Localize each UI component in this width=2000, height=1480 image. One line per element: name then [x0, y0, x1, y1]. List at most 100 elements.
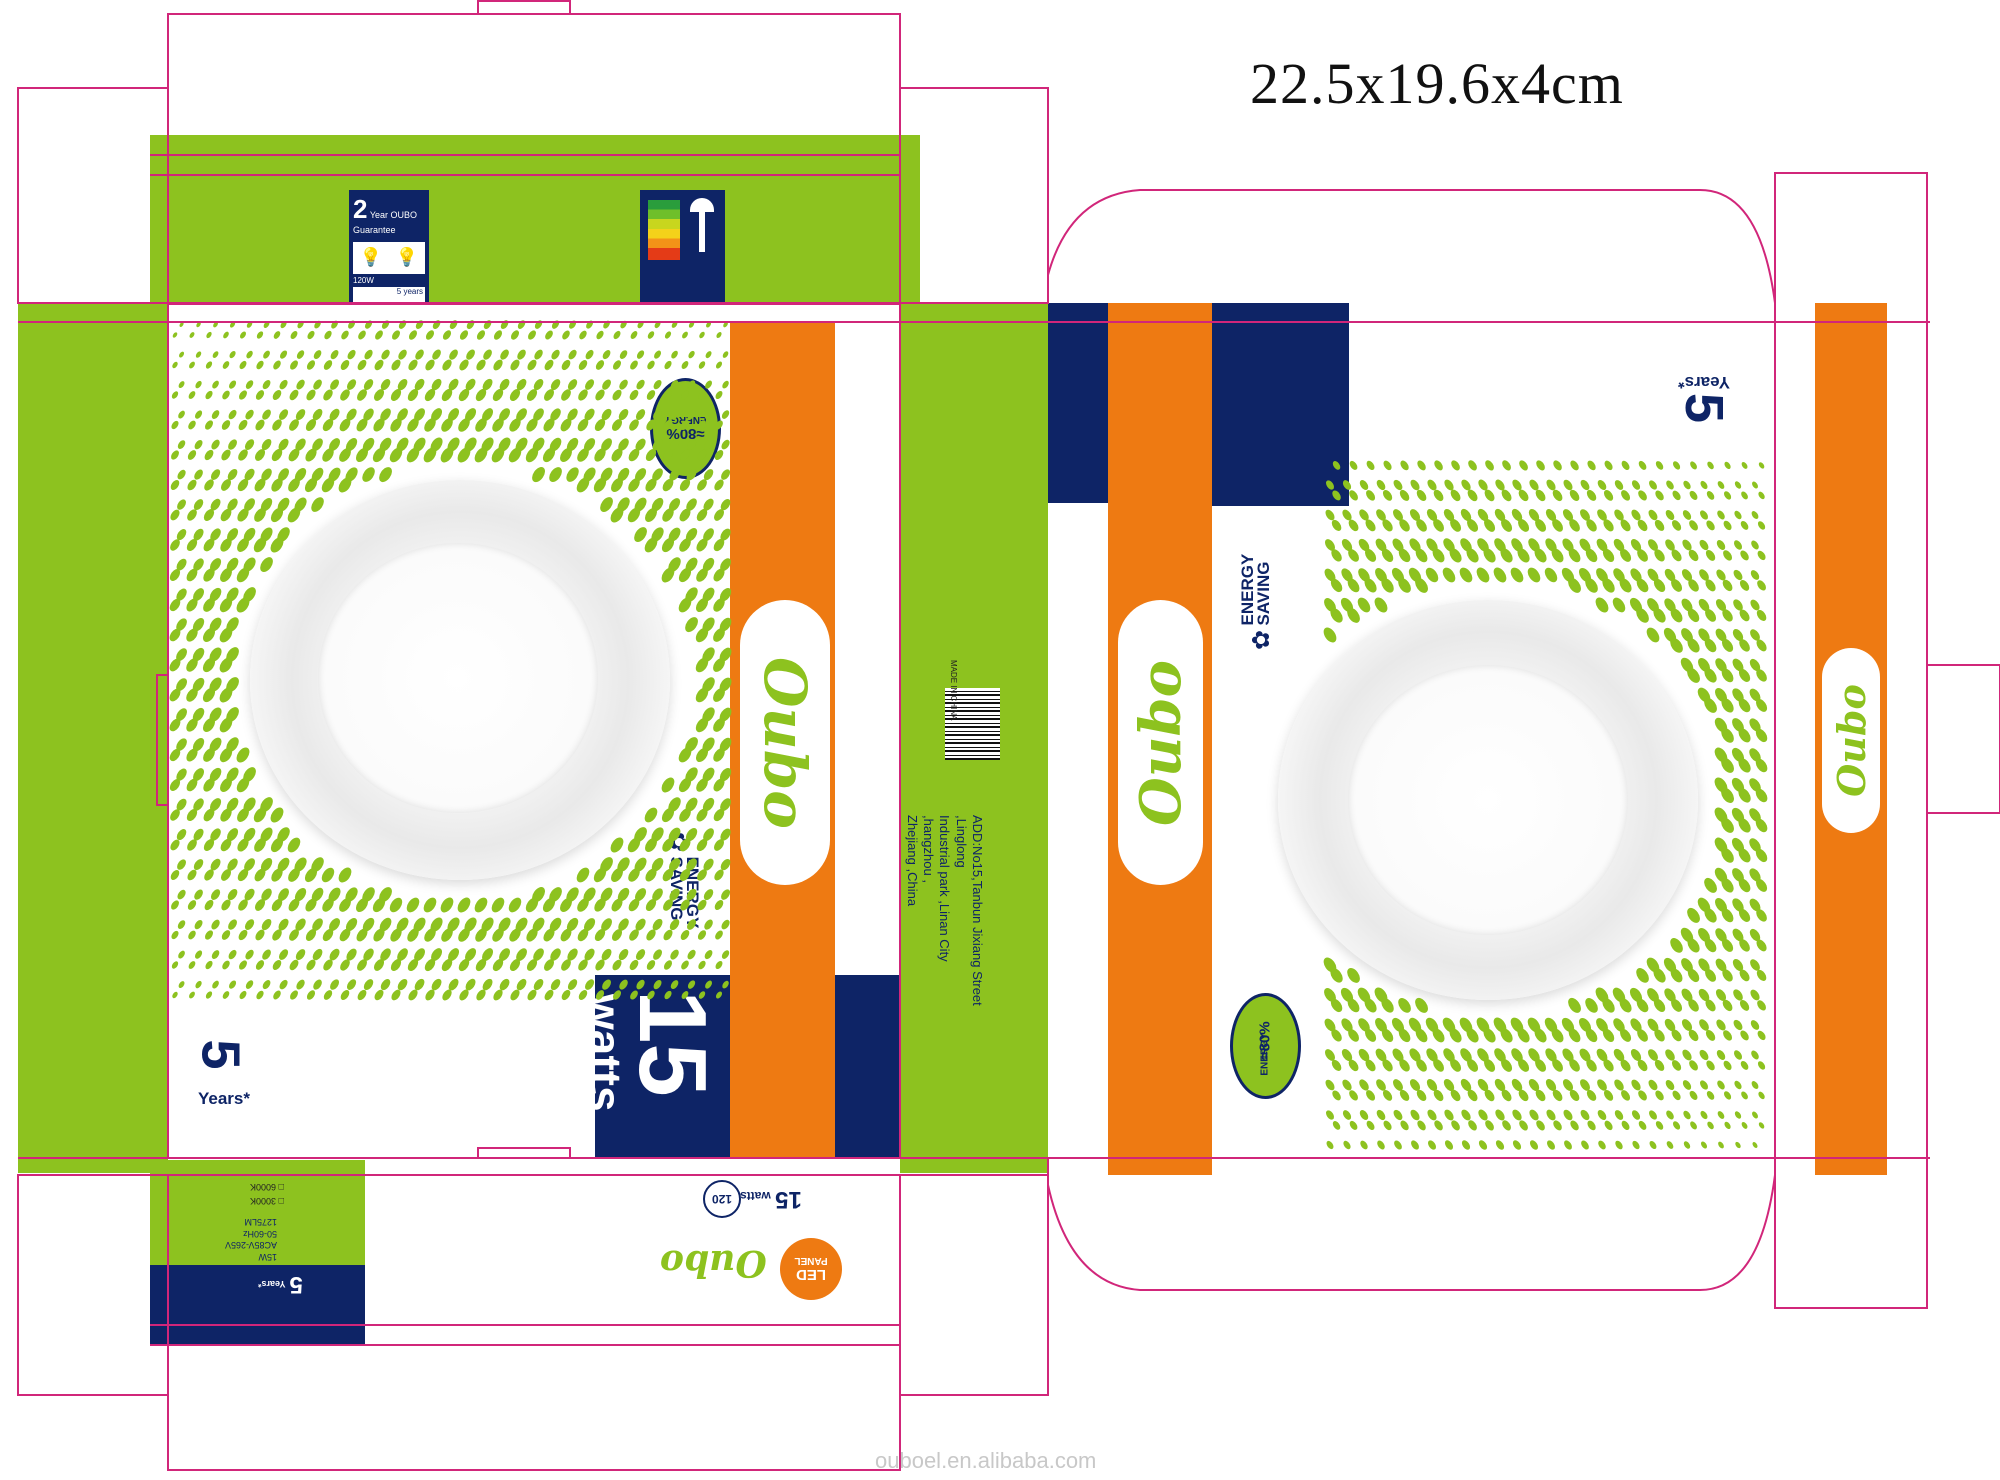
- pattern-dot: [1706, 1060, 1715, 1071]
- pattern-dot: [1631, 480, 1641, 490]
- pattern-dot: [1699, 1049, 1709, 1061]
- energy-saving-right: ✿ ENERGY SAVING: [1238, 540, 1280, 650]
- pattern-dot: [1738, 788, 1751, 803]
- pattern-dot: [1613, 1048, 1625, 1062]
- pattern-dot: [1376, 1079, 1386, 1091]
- pattern-dot: [1632, 1140, 1640, 1150]
- pattern-dot: [1732, 628, 1744, 642]
- pattern-dot: [1409, 1048, 1421, 1062]
- pattern-dot: [1398, 578, 1411, 593]
- pattern-dot: [1324, 598, 1336, 612]
- pattern-dot: [1705, 609, 1717, 622]
- pattern-dot: [1365, 548, 1377, 562]
- pattern-dot: [1375, 1018, 1387, 1032]
- pattern-dot: [1647, 1018, 1659, 1032]
- pattern-dot: [1717, 481, 1725, 489]
- pattern-dot: [1738, 698, 1751, 713]
- pattern-dot: [1493, 567, 1507, 583]
- pattern-dot: [1647, 988, 1659, 1002]
- pattern-dot: [1415, 548, 1428, 563]
- pattern-dot: [1485, 1120, 1494, 1131]
- pattern-dot: [1698, 658, 1710, 672]
- pattern-dot: [1485, 460, 1494, 471]
- pattern-dot: [1757, 580, 1766, 591]
- pattern-dot: [1740, 1060, 1749, 1070]
- pattern-dot: [1460, 1048, 1472, 1062]
- watts-label-left: 15 watts: [579, 990, 726, 1160]
- pattern-dot: [1544, 567, 1558, 583]
- pattern-dot: [1681, 598, 1693, 612]
- pattern-dot: [1739, 1000, 1750, 1011]
- pattern-dot: [1722, 999, 1733, 1012]
- pattern-dot: [1366, 1120, 1375, 1131]
- pattern-dot: [1348, 519, 1359, 532]
- pattern-dot: [1394, 1140, 1402, 1150]
- pattern-dot: [1687, 667, 1700, 683]
- left-side-strip: [18, 303, 168, 1173]
- pattern-dot: [1432, 548, 1445, 563]
- pattern-dot: [1341, 1048, 1353, 1062]
- pattern-dot: [1621, 1090, 1631, 1101]
- pattern-dot: [1392, 1048, 1404, 1062]
- pattern-dot: [1614, 1079, 1624, 1091]
- pattern-dot: [1689, 1060, 1698, 1071]
- pattern-dot: [1714, 717, 1728, 733]
- pattern-dot: [1636, 968, 1649, 983]
- pattern-dot: [1425, 567, 1439, 583]
- pattern-dot: [1706, 1091, 1715, 1100]
- pattern-dot: [1749, 778, 1761, 792]
- pattern-dot: [1331, 549, 1342, 562]
- pattern-dot: [1535, 519, 1546, 532]
- pattern-dot: [1518, 1059, 1530, 1072]
- cct-cool: 6000K: [250, 1182, 277, 1193]
- pattern-dot: [1570, 1120, 1579, 1131]
- pattern-dot: [1603, 1090, 1614, 1101]
- pattern-dot: [1409, 538, 1421, 552]
- pattern-dot: [1705, 579, 1716, 592]
- pattern-dot: [1648, 1049, 1658, 1061]
- pattern-dot: [1586, 1059, 1597, 1072]
- pattern-dot: [1739, 580, 1750, 591]
- pattern-dot: [1757, 1000, 1766, 1011]
- pattern-dot: [1382, 1090, 1393, 1101]
- pattern-dot: [1672, 461, 1681, 470]
- pattern-dot: [1749, 928, 1761, 942]
- pattern-dot: [1528, 1048, 1540, 1062]
- pattern-dot: [1687, 638, 1700, 653]
- pattern-dot: [1460, 1078, 1472, 1092]
- pattern-dot: [1511, 508, 1523, 522]
- pattern-dot: [1364, 998, 1377, 1013]
- pattern-dot: [1721, 757, 1734, 773]
- pattern-dot: [1604, 1120, 1613, 1131]
- pattern-dot: [1731, 777, 1745, 793]
- pattern-dot: [1755, 758, 1768, 773]
- bottom-years-label: Years*: [258, 1279, 286, 1289]
- pattern-dot: [1585, 548, 1598, 563]
- pattern-dot: [1585, 998, 1598, 1013]
- pattern-dot: [1749, 748, 1761, 762]
- pattern-dot: [1377, 1140, 1385, 1150]
- pattern-dot: [1444, 1140, 1454, 1150]
- pattern-dot: [1359, 1110, 1369, 1120]
- pattern-dot: [1536, 460, 1545, 471]
- pattern-dot: [1751, 540, 1759, 550]
- pattern-dot: [1681, 1019, 1693, 1031]
- pattern-dot: [1698, 628, 1710, 642]
- pattern-dot: [1477, 538, 1489, 552]
- pattern-dot: [1578, 567, 1592, 583]
- pattern-dot: [1683, 480, 1691, 490]
- pattern-dot: [1704, 938, 1717, 953]
- pattern-dot: [1752, 1142, 1758, 1148]
- pattern-dot: [1330, 998, 1343, 1013]
- pattern-dot: [1570, 460, 1579, 471]
- pattern-dot: [1671, 579, 1683, 592]
- pattern-dot: [1417, 1120, 1426, 1131]
- pattern-dot: [1529, 479, 1539, 491]
- pattern-dot: [1381, 998, 1394, 1013]
- pattern-dot: [1331, 1029, 1342, 1042]
- lamp-icon: [687, 198, 717, 258]
- pattern-dot: [1672, 1090, 1681, 1101]
- bottom-years-number: 5: [289, 1271, 303, 1298]
- pattern-dot: [1391, 567, 1405, 583]
- pattern-dot: [1638, 460, 1647, 470]
